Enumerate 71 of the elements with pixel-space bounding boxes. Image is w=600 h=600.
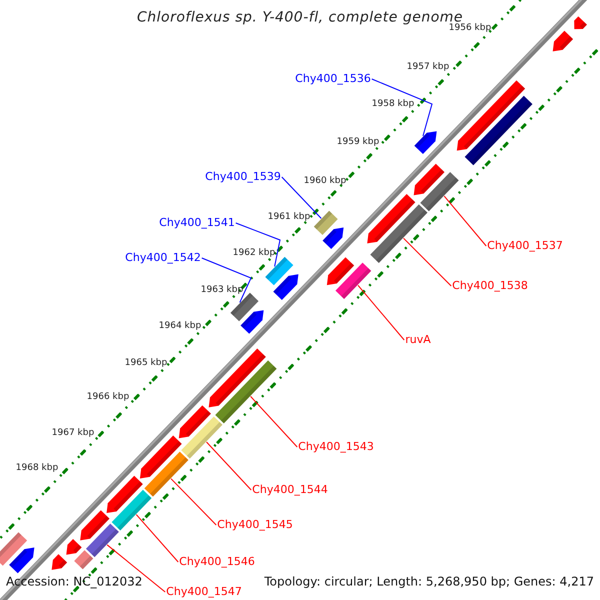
gene-block <box>552 30 574 52</box>
leader-line <box>170 478 217 526</box>
gene-bar <box>335 262 372 299</box>
gene-label: Chy400_1543 <box>298 440 374 454</box>
scale-label: 1964 kbp <box>158 322 202 332</box>
gene-label: Chy400_1542 <box>125 252 201 264</box>
gene-block <box>414 164 444 196</box>
gene-bar <box>112 490 152 530</box>
gene-block <box>456 80 526 151</box>
scale-label: 1968 kbp <box>16 464 58 474</box>
leader-line <box>358 284 405 340</box>
gene-block <box>52 554 68 570</box>
accession-text: Accession: NC_012032 <box>5 574 144 590</box>
gene-bar <box>215 360 277 424</box>
gene-bar <box>265 256 294 286</box>
gene-block <box>326 257 354 286</box>
gene-block <box>414 131 437 154</box>
gene-block <box>322 228 344 249</box>
gene-block <box>178 405 211 438</box>
scale-label: 1962 kbp <box>232 249 276 259</box>
gene-label: Chy400_1545 <box>217 518 293 532</box>
gene-block <box>80 510 110 540</box>
scale-label: 1958 kbp <box>372 100 414 110</box>
gene-label: Chy400_1544 <box>252 484 328 496</box>
gene-bar <box>314 210 338 235</box>
gene-bar <box>420 172 459 212</box>
gene-bar <box>181 416 222 459</box>
gene-label: Chy400_1537 <box>487 240 563 252</box>
scale-label: 1963 kbp <box>200 286 244 296</box>
gene-label: Chy400_1539 <box>205 170 281 184</box>
scale-label: 1957 kbp <box>406 63 450 73</box>
scale-label: 1966 kbp <box>86 393 130 403</box>
leader-line <box>281 176 322 219</box>
genome-stats-text: Topology: circular; Length: 5,268,950 bp; Genes: 4,217 <box>263 574 595 590</box>
gene-block <box>208 348 266 408</box>
leader-line <box>106 544 166 592</box>
scale-label: 1967 kbp <box>52 429 94 439</box>
gene-label: Chy400_1536 <box>295 72 371 86</box>
gene-bar <box>144 452 188 497</box>
gene-block <box>140 436 182 479</box>
leader-line <box>403 238 452 286</box>
leader-line <box>136 514 179 562</box>
gene-block <box>273 274 298 300</box>
leader-line <box>201 258 252 303</box>
scale-label: 1965 kbp <box>124 359 168 369</box>
gene-bar <box>86 524 119 558</box>
gene-label: Chy400_1541 <box>159 216 235 230</box>
leader-line <box>235 222 281 267</box>
scale-label: 1959 kbp <box>336 138 380 148</box>
leader-line <box>250 396 298 448</box>
leader-line <box>206 442 252 490</box>
gene-label: ruvA <box>405 334 431 346</box>
gene-bar <box>464 96 532 166</box>
gene-block <box>66 539 82 555</box>
gene-bar <box>0 532 28 566</box>
gene-block <box>106 476 143 514</box>
leader-line <box>371 78 433 136</box>
gene-label: Chy400_1547 <box>166 586 242 598</box>
scale-label: 1956 kbp <box>448 24 492 34</box>
gene-bar <box>230 292 259 322</box>
gene-label: Chy400_1546 <box>179 556 255 568</box>
gene-bar <box>74 550 94 570</box>
gene-label: Chy400_1538 <box>452 280 528 292</box>
gene-block <box>574 16 587 30</box>
scale-label: 1961 kbp <box>268 213 310 223</box>
scale-label: 1960 kbp <box>304 177 346 187</box>
gene-block <box>240 310 264 334</box>
gene-block <box>9 548 34 574</box>
gene-bar <box>370 204 428 263</box>
leader-line <box>444 196 487 246</box>
gene-block <box>367 194 416 244</box>
